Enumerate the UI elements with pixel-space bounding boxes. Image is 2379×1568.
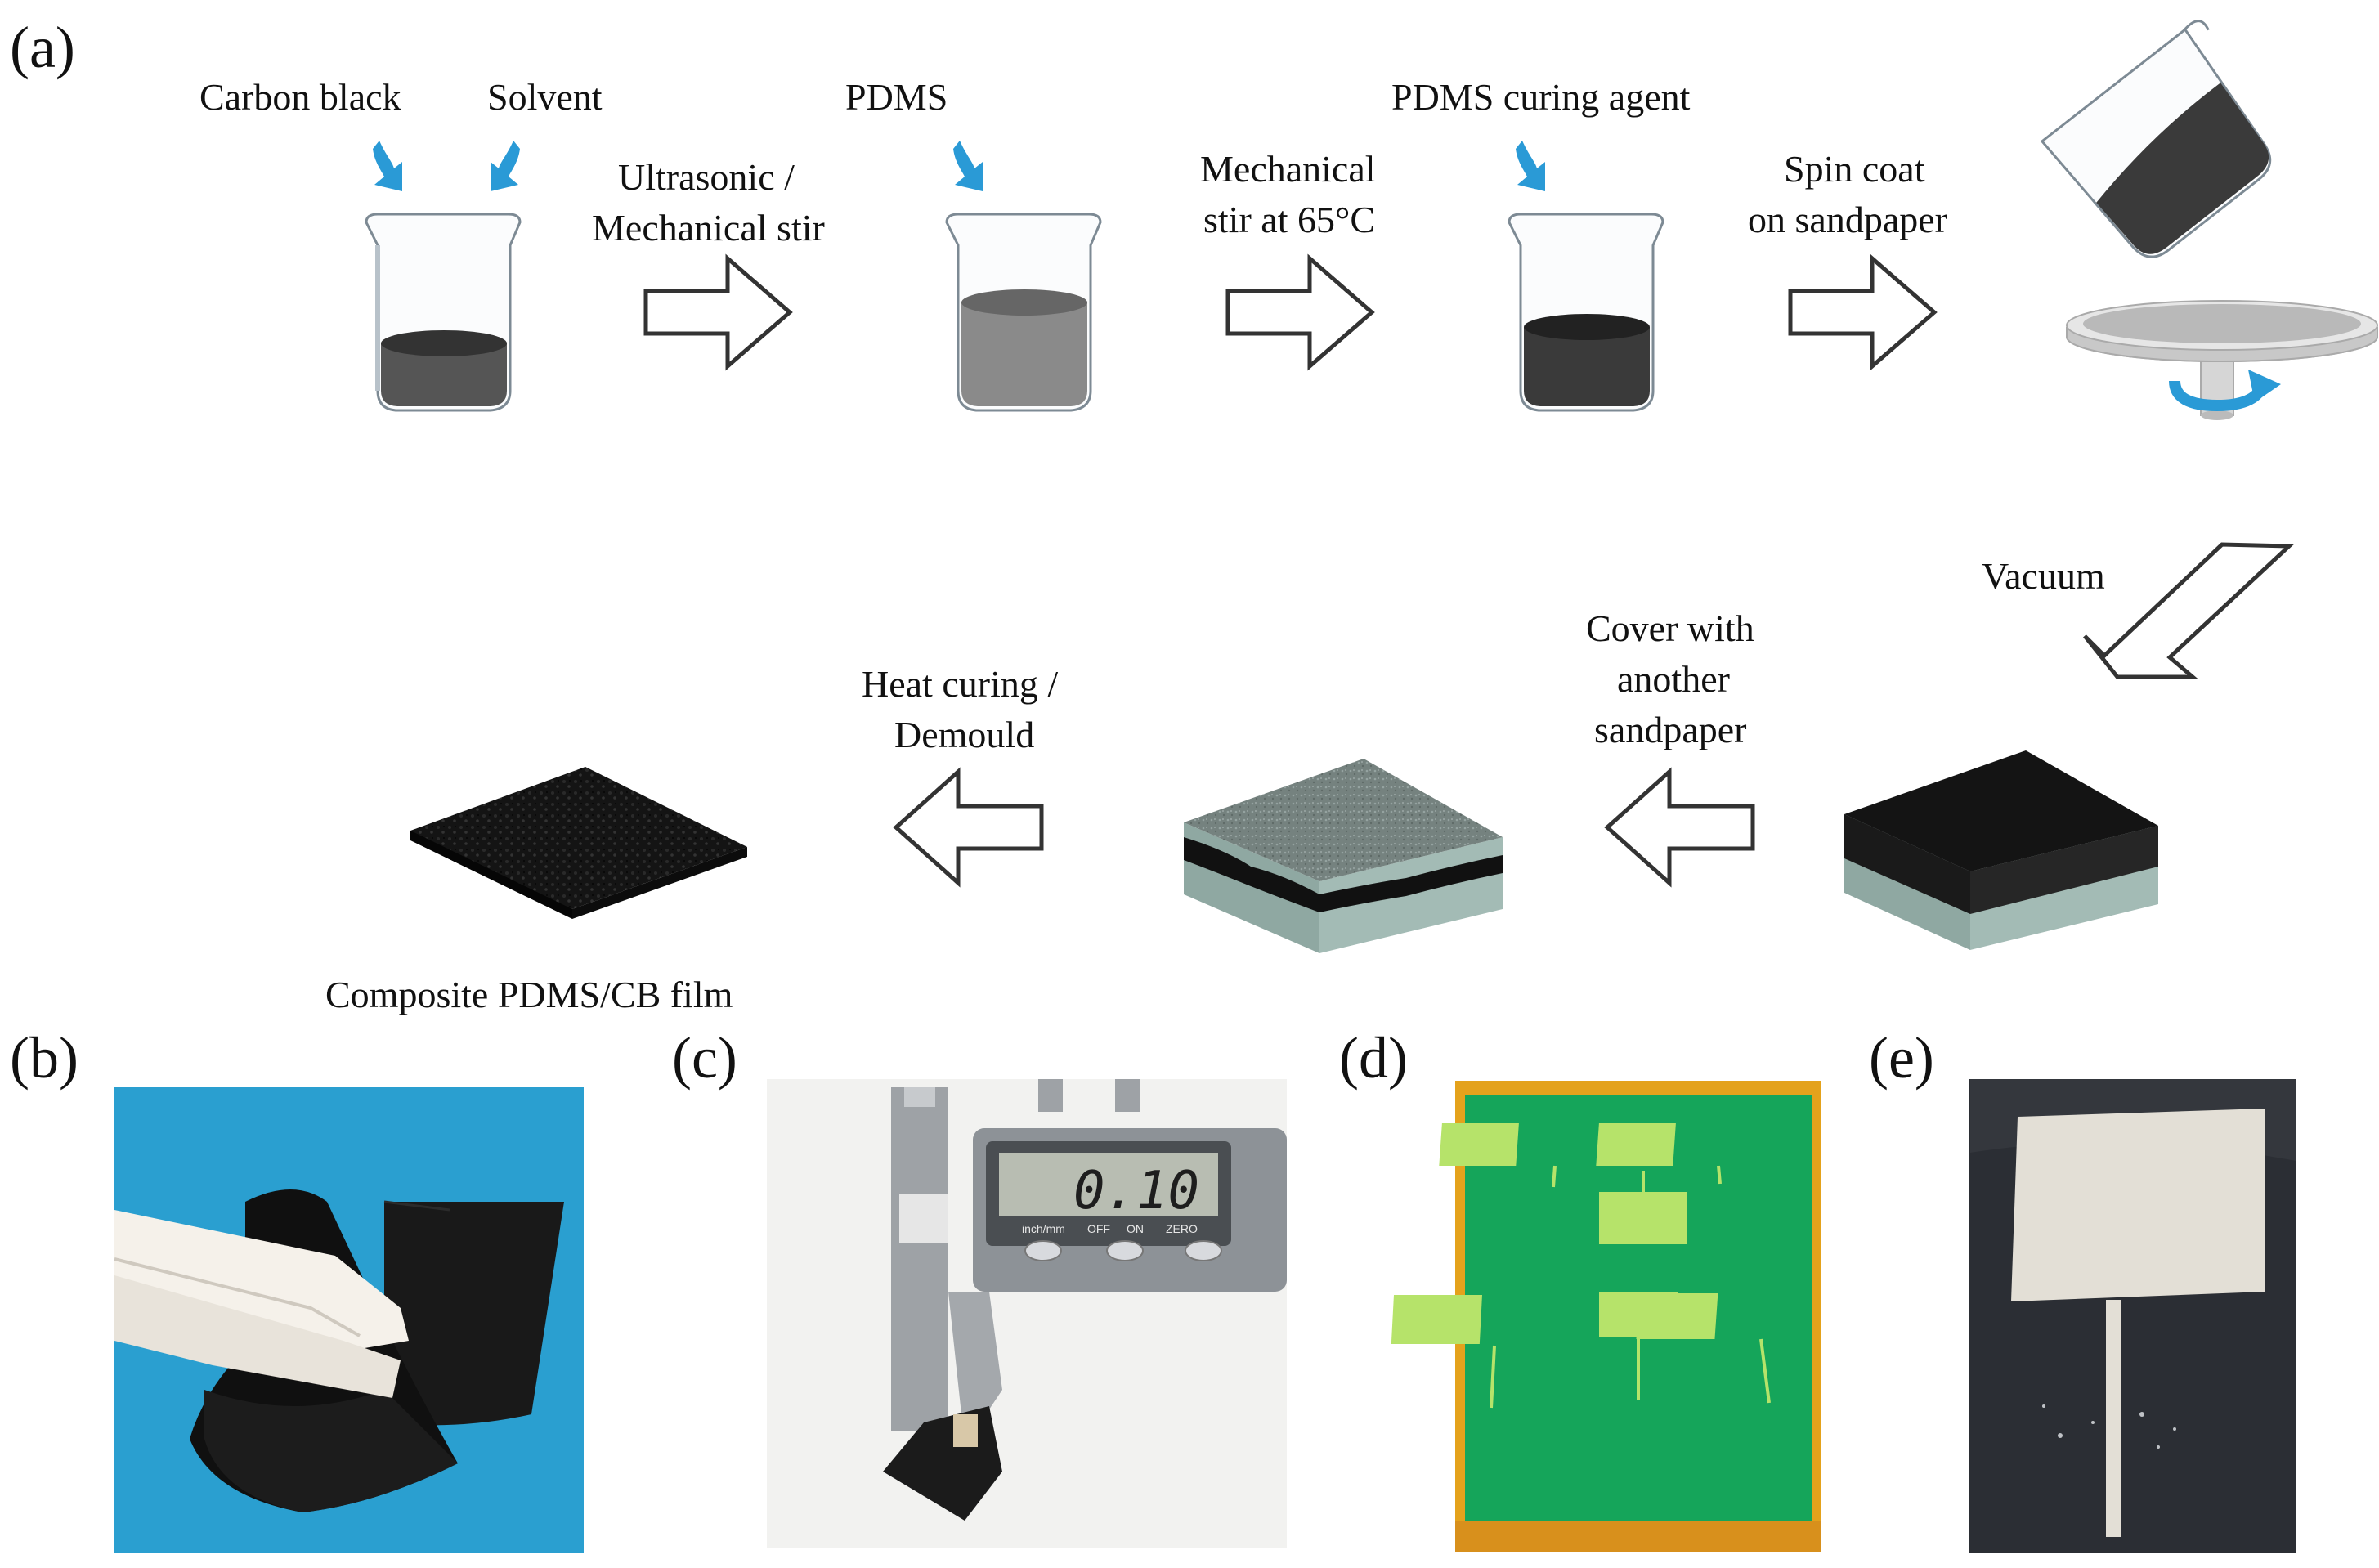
label-ultrasonic-line1: Ultrasonic / <box>618 156 795 198</box>
label-heat-line1: Heat curing / <box>862 663 1059 705</box>
composite-film <box>410 767 747 919</box>
label-cover-line2: another <box>1617 658 1730 700</box>
panel-label-a: (a) <box>10 15 75 80</box>
panel-label-b: (b) <box>10 1025 78 1091</box>
label-vacuum: Vacuum <box>1982 555 2105 597</box>
process-arrow-5 <box>893 767 1044 888</box>
panel-label-d: (d) <box>1339 1025 1408 1091</box>
caliper-button-label: OFF <box>1087 1222 1110 1235</box>
label-cover-line3: sandpaper <box>1594 709 1747 750</box>
beaker-pdms <box>945 213 1102 412</box>
curing-agent-pointer-arrow <box>1516 141 1545 191</box>
label-carbon-black: Carbon black <box>199 76 401 118</box>
label-spin-line1: Spin coat <box>1784 148 1925 190</box>
carbon-black-pointer-arrow <box>373 141 402 191</box>
panel-label-c: (c) <box>672 1025 737 1091</box>
process-arrow-3 <box>1788 253 1938 371</box>
photo-c: 0.10 inch/mm OFF ON ZERO <box>767 1079 1287 1548</box>
vacuum-arrow <box>2083 542 2295 679</box>
process-arrow-4 <box>1604 767 1755 888</box>
pdms-pointer-arrow <box>953 141 983 191</box>
label-pdms: PDMS <box>845 76 948 118</box>
process-arrow-2 <box>1225 253 1375 371</box>
label-mech65-line1: Mechanical <box>1200 148 1376 190</box>
beaker-carbon-black-solvent <box>365 213 522 412</box>
label-cover-line1: Cover with <box>1586 607 1754 649</box>
caliper-button-label: ZERO <box>1166 1222 1198 1235</box>
photo-d <box>1391 1081 1821 1552</box>
spin-coater <box>2066 300 2378 420</box>
caliper-button-label: ON <box>1127 1222 1144 1235</box>
coated-sandpaper-block <box>1844 750 2158 950</box>
panel-label-e: (e) <box>1869 1025 1934 1091</box>
caliper-button-label: inch/mm <box>1022 1222 1065 1235</box>
label-pdms-curing-agent: PDMS curing agent <box>1391 76 1691 118</box>
beaker-pdms-curing-agent <box>1508 213 1664 412</box>
photo-b <box>114 1087 584 1553</box>
sandwich-block <box>1184 759 1503 953</box>
label-composite-film: Composite PDMS/CB film <box>325 974 733 1015</box>
label-spin-line2: on sandpaper <box>1748 199 1947 240</box>
caliper-reading: 0.10 <box>1073 1161 1199 1221</box>
label-mech65-line2: stir at 65°C <box>1203 199 1376 240</box>
label-solvent: Solvent <box>487 76 603 118</box>
label-heat-line2: Demould <box>894 714 1035 755</box>
process-arrow-1 <box>643 253 793 371</box>
pouring-beaker <box>2040 20 2272 258</box>
label-ultrasonic-line2: Mechanical stir <box>592 207 825 249</box>
photo-e <box>1969 1079 2296 1553</box>
solvent-pointer-arrow <box>491 141 520 191</box>
